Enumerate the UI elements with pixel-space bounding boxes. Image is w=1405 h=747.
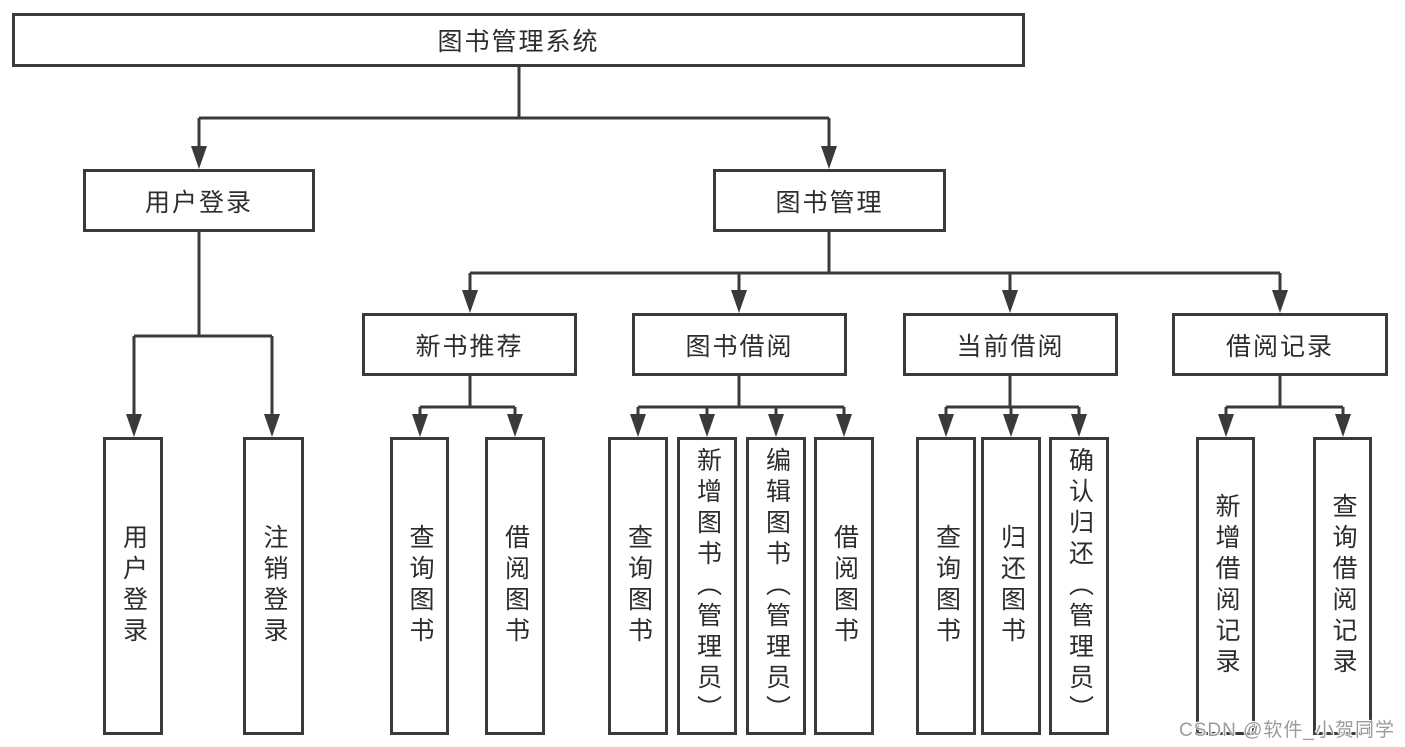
leaf-query-books-recommend: 查询图书 [390,437,449,735]
node-label: 图书借阅 [685,332,794,361]
leaf-label: 查询图书 [624,524,653,648]
leaf-label: 用户登录 [119,524,148,648]
leaf-return-books: 归还图书 [981,437,1041,735]
leaf-label: 编辑图书（管理员） [762,446,791,726]
node-borrowing-records: 借阅记录 [1172,313,1388,376]
leaf-label: 确认归还（管理员） [1065,446,1094,726]
leaf-edit-books-admin: 编辑图书（管理员） [746,437,806,735]
node-label: 用户登录 [144,188,253,217]
leaf-label: 查询图书 [932,524,961,648]
leaf-label: 查询图书 [406,524,434,648]
leaf-query-books-borrowing: 查询图书 [608,437,668,735]
leaf-label: 新增图书（管理员） [693,446,722,726]
leaf-borrow-books: 借阅图书 [814,437,874,735]
csdn-watermark: CSDN @软件_小贺同学 [1179,720,1395,741]
leaf-label: 借阅图书 [830,524,859,648]
node-library-management-system: 图书管理系统 [12,13,1025,67]
node-book-management: 图书管理 [713,169,946,232]
leaf-label: 借阅图书 [501,524,530,648]
leaf-label: 查询借阅记录 [1329,493,1357,679]
leaf-query-borrow-record: 查询借阅记录 [1313,437,1372,735]
leaf-label: 归还图书 [997,524,1026,648]
node-label: 新书推荐 [415,332,524,361]
node-label: 图书管理系统 [437,28,600,56]
leaf-add-borrow-record: 新增借阅记录 [1196,437,1255,735]
leaf-borrow-books-recommend: 借阅图书 [485,437,545,735]
node-current-borrowing: 当前借阅 [903,313,1118,376]
node-new-book-recommendation: 新书推荐 [362,313,577,376]
node-label: 图书管理 [775,188,884,217]
node-label: 借阅记录 [1225,332,1334,361]
leaf-label: 新增借阅记录 [1212,493,1240,679]
leaf-add-books-admin: 新增图书（管理员） [677,437,737,735]
node-book-borrowing: 图书借阅 [632,313,847,376]
leaf-query-books-current: 查询图书 [916,437,976,735]
leaf-confirm-return-admin: 确认归还（管理员） [1049,437,1109,735]
leaf-user-login: 用户登录 [103,437,163,735]
leaf-label: 注销登录 [260,524,288,648]
leaf-logout: 注销登录 [243,437,304,735]
node-label: 当前借阅 [956,332,1065,361]
node-user-login: 用户登录 [83,169,315,232]
